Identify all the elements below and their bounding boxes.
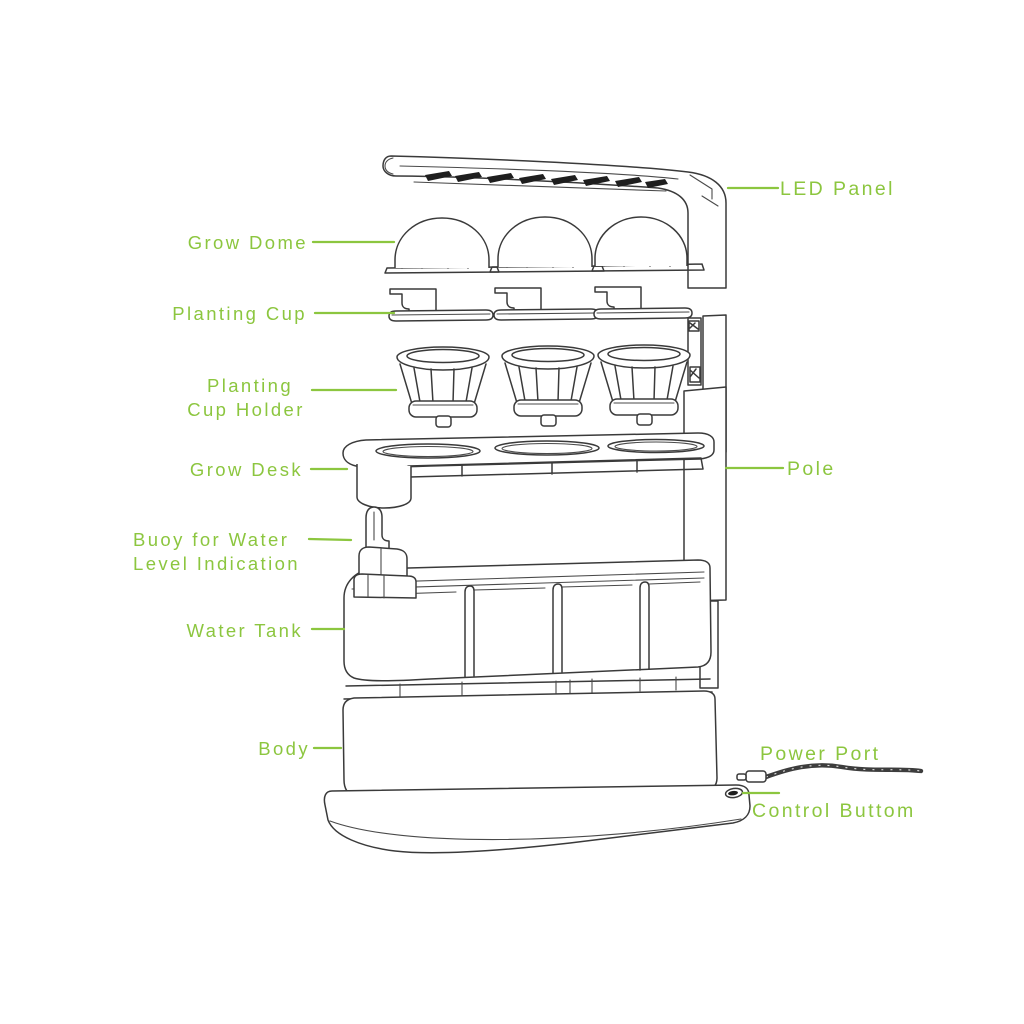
label-buoy-line2: Level Indication xyxy=(133,553,300,574)
led-strips xyxy=(425,171,668,188)
planting-cup-holders-drawing xyxy=(396,344,691,428)
label-led-panel: LED Panel xyxy=(780,178,895,200)
planting-cup xyxy=(388,288,494,322)
power-plug xyxy=(745,770,767,783)
cup-holder-basket xyxy=(501,345,595,427)
grow-domes-drawing xyxy=(384,216,705,274)
leader-buoy xyxy=(307,537,353,542)
planting-cup xyxy=(493,287,599,321)
led-panel-drawing xyxy=(382,155,727,289)
label-grow-desk: Grow Desk xyxy=(190,459,303,480)
label-body: Body xyxy=(258,738,310,759)
planting-cup xyxy=(593,286,693,320)
power-cable-drawing xyxy=(736,763,924,783)
planting-cups-drawing xyxy=(388,286,693,322)
cup-holder-basket xyxy=(396,346,490,428)
label-planting-cup-holder-line2: Cup Holder xyxy=(187,399,305,420)
cup-holder-basket xyxy=(597,344,691,426)
label-buoy-line1: Buoy for Water xyxy=(133,529,289,550)
label-water-tank: Water Tank xyxy=(186,620,303,641)
label-control-button: Control Buttom xyxy=(752,800,916,822)
label-grow-dome: Grow Dome xyxy=(188,232,308,253)
labels: LED Panel Grow Dome Planting Cup Plantin… xyxy=(133,178,916,822)
label-pole: Pole xyxy=(787,458,836,480)
body-drawing xyxy=(323,676,751,854)
label-planting-cup: Planting Cup xyxy=(172,303,307,324)
buoy-drawing xyxy=(353,506,417,599)
leader-lines xyxy=(307,186,785,795)
grow-desk-drawing xyxy=(342,432,715,509)
label-power-port: Power Port xyxy=(760,743,880,765)
label-planting-cup-holder-line1: Planting xyxy=(207,375,293,396)
control-button-drawing xyxy=(724,787,744,799)
